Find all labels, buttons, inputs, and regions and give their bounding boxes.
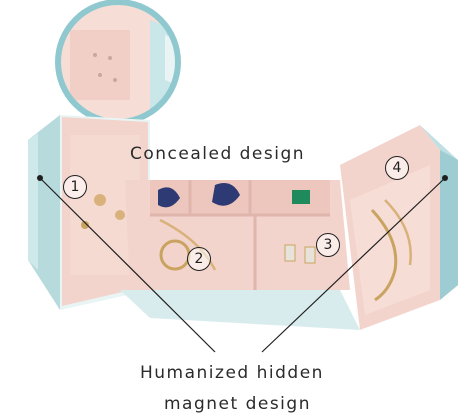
pointer-lines (37, 175, 448, 353)
zoom-detail-circle (55, 0, 181, 125)
magnet-caption-line2: magnet design (164, 394, 311, 414)
compartment-label-2: 2 (187, 247, 211, 271)
right-door (340, 125, 458, 330)
magnet-caption-line1: Humanized hidden (140, 363, 324, 383)
concealed-design-caption: Concealed design (130, 144, 306, 164)
compartment-label-1: 1 (63, 175, 87, 199)
compartment-label-3: 3 (316, 233, 340, 257)
compartment-label-4: 4 (385, 156, 409, 180)
center-tray (120, 180, 360, 330)
